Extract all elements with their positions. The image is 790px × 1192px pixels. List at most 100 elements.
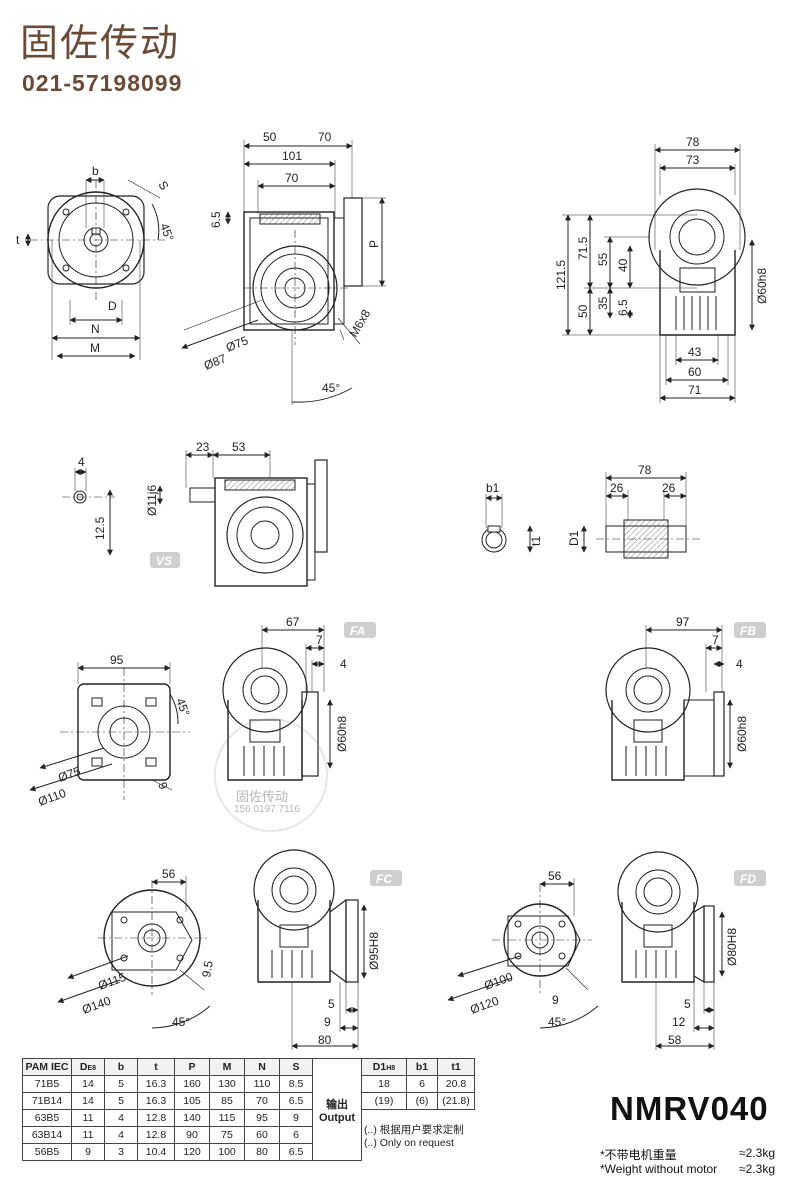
dim-n: N xyxy=(91,322,100,336)
fc-dim-5: 5 xyxy=(328,997,335,1011)
th-pam-iec: PAM IEC xyxy=(22,1058,72,1076)
dim-p: P xyxy=(367,240,381,248)
vs-dim-53: 53 xyxy=(232,440,246,454)
fc-dim-45: 45° xyxy=(172,1015,190,1029)
dim-d: D xyxy=(108,299,117,313)
fd-dim-d80h8: Ø80H8 xyxy=(725,928,739,966)
fb-dim-97: 97 xyxy=(676,615,690,629)
watermark-name: 固佐传动 xyxy=(236,789,289,804)
dim-d87: Ø87 xyxy=(202,351,229,373)
shaft-dim-78: 78 xyxy=(638,463,652,477)
th-n: N xyxy=(244,1058,280,1076)
fc-view xyxy=(253,849,402,1050)
fb-view xyxy=(605,622,766,781)
dim-121-5: 121.5 xyxy=(554,260,568,290)
watermark-seal xyxy=(214,718,328,832)
vs-view xyxy=(150,450,328,587)
fd-dim-12: 12 xyxy=(672,1015,686,1029)
dim-6-5: 6.5 xyxy=(209,211,223,228)
fc-dim-d115: Ø115 xyxy=(96,970,128,993)
shaft-dim-t1: t1 xyxy=(529,536,543,546)
dim-40: 40 xyxy=(616,258,630,272)
weight-en: *Weight without motor≈2.3kg xyxy=(600,1162,775,1176)
th-s: S xyxy=(279,1058,313,1076)
vs-dim-12-5: 12.5 xyxy=(93,516,107,540)
shaft-dim-b1: b1 xyxy=(486,481,500,495)
vs-dim-23: 23 xyxy=(196,440,210,454)
dim-50: 50 xyxy=(263,130,277,144)
gearbox-end-view xyxy=(562,144,755,403)
fc-dim-d95h8: Ø95H8 xyxy=(367,932,381,970)
dim-70-top: 70 xyxy=(318,130,332,144)
dim-s: S xyxy=(155,179,171,193)
th-m: M xyxy=(209,1058,245,1076)
th-d1: D1H8 xyxy=(361,1058,407,1076)
dim-m6x8: M6x8 xyxy=(346,307,373,340)
dim-73: 73 xyxy=(686,153,700,167)
vs-tag: VS xyxy=(156,554,172,568)
th-de: DE8 xyxy=(71,1058,105,1076)
dim-angle-45b: 45° xyxy=(322,381,340,395)
dim-m: M xyxy=(90,341,100,355)
fa-dim-d60h8: Ø60h8 xyxy=(335,716,349,752)
fa-dim-7: 7 xyxy=(316,633,323,647)
dim-angle-45: 45° xyxy=(157,221,176,243)
dim-55: 55 xyxy=(596,252,610,266)
output-note: (..) 根据用户要求定制(..) Only on request xyxy=(364,1123,464,1149)
fb-tag: FB xyxy=(740,624,756,638)
fd-dim-58: 58 xyxy=(668,1033,682,1047)
gearbox-side-view xyxy=(181,140,386,405)
fa-dim-d110: Ø110 xyxy=(36,786,68,809)
fd-dim-d120: Ø120 xyxy=(468,994,501,1017)
fd-dim-d100: Ø100 xyxy=(482,970,515,993)
fd-view xyxy=(617,851,766,1050)
dim-43: 43 xyxy=(688,345,702,359)
fd-tag: FD xyxy=(740,872,756,886)
dim-71: 71 xyxy=(688,383,702,397)
fb-dim-4: 4 xyxy=(736,657,743,671)
dim-78: 78 xyxy=(686,135,700,149)
dim-b: b xyxy=(92,164,99,178)
fc-tag: FC xyxy=(376,872,392,886)
flange-front-view xyxy=(25,177,165,360)
watermark-phone: 156 0197 7116 xyxy=(234,804,300,815)
shaft-dim-d1: D1 xyxy=(567,530,581,546)
dim-d60h8: Ø60h8 xyxy=(755,268,769,304)
fa-dim-95: 95 xyxy=(110,653,124,667)
brand-phone: 021-57198099 xyxy=(22,70,183,96)
fb-dim-7: 7 xyxy=(712,633,719,647)
fd-dim-5: 5 xyxy=(684,997,691,1011)
th-b: b xyxy=(104,1058,138,1076)
th-p: P xyxy=(174,1058,210,1076)
dim-60: 60 xyxy=(688,365,702,379)
fb-dim-d60h8: Ø60h8 xyxy=(735,716,749,752)
th-t1: t1 xyxy=(437,1058,475,1076)
fd-dim-45: 45° xyxy=(548,1015,566,1029)
fa-tag: FA xyxy=(350,624,365,638)
fa-dim-67: 67 xyxy=(286,615,300,629)
vs-shaft-end xyxy=(62,468,115,556)
th-b1: b1 xyxy=(406,1058,438,1076)
fd-dim-56: 56 xyxy=(548,869,562,883)
output-shaft-section xyxy=(481,472,700,559)
fa-dim-45: 45° xyxy=(173,696,192,718)
brand-name: 固佐传动 xyxy=(20,21,181,65)
fd-flange-front xyxy=(447,878,599,1029)
fa-dim-4: 4 xyxy=(340,657,347,671)
vs-dim-d11j6: Ø11j6 xyxy=(145,485,159,516)
vs-dim-4: 4 xyxy=(78,455,85,469)
dim-70: 70 xyxy=(285,171,299,185)
shaft-dim-26b: 26 xyxy=(662,481,676,495)
fd-dim-9: 9 xyxy=(552,993,559,1007)
weight-cn: *不带电机重量≈2.3kg xyxy=(600,1146,775,1162)
model-name: NMRV040 xyxy=(610,1090,769,1127)
fc-dim-9: 9 xyxy=(324,1015,331,1029)
fc-dim-d140: Ø140 xyxy=(80,994,113,1017)
